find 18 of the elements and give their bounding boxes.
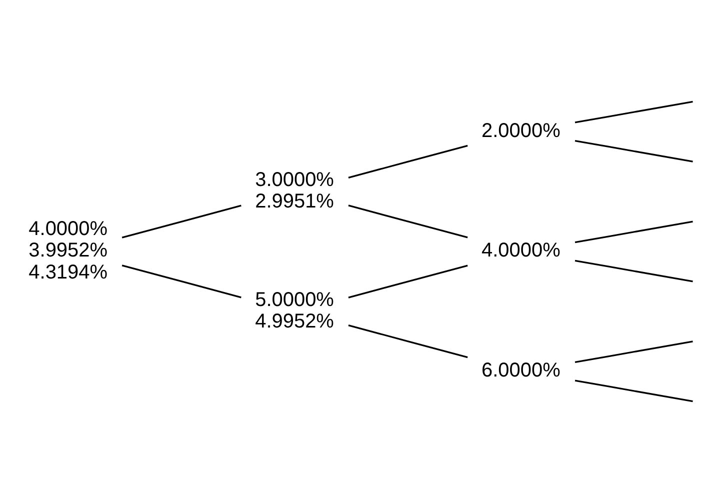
connector — [348, 264, 468, 298]
connector — [574, 220, 693, 244]
node-text: 6.0000% — [482, 360, 560, 382]
node-text: 3.0000% 2.9951% — [255, 168, 334, 213]
connector — [348, 144, 468, 178]
node-text: 5.0000% 4.9952% — [255, 288, 334, 332]
connector — [348, 204, 468, 238]
connector — [574, 340, 693, 364]
connector — [348, 324, 468, 358]
node-text: 2.0000% — [482, 120, 560, 142]
connector — [122, 204, 242, 238]
connector — [574, 140, 693, 162]
connector — [574, 100, 693, 124]
node-text: 4.0000% — [482, 240, 560, 262]
node-text: 4.0000% 3.9952% 4.3194% — [28, 218, 108, 284]
connector — [574, 260, 693, 282]
connector — [122, 264, 242, 298]
connector — [574, 380, 693, 402]
